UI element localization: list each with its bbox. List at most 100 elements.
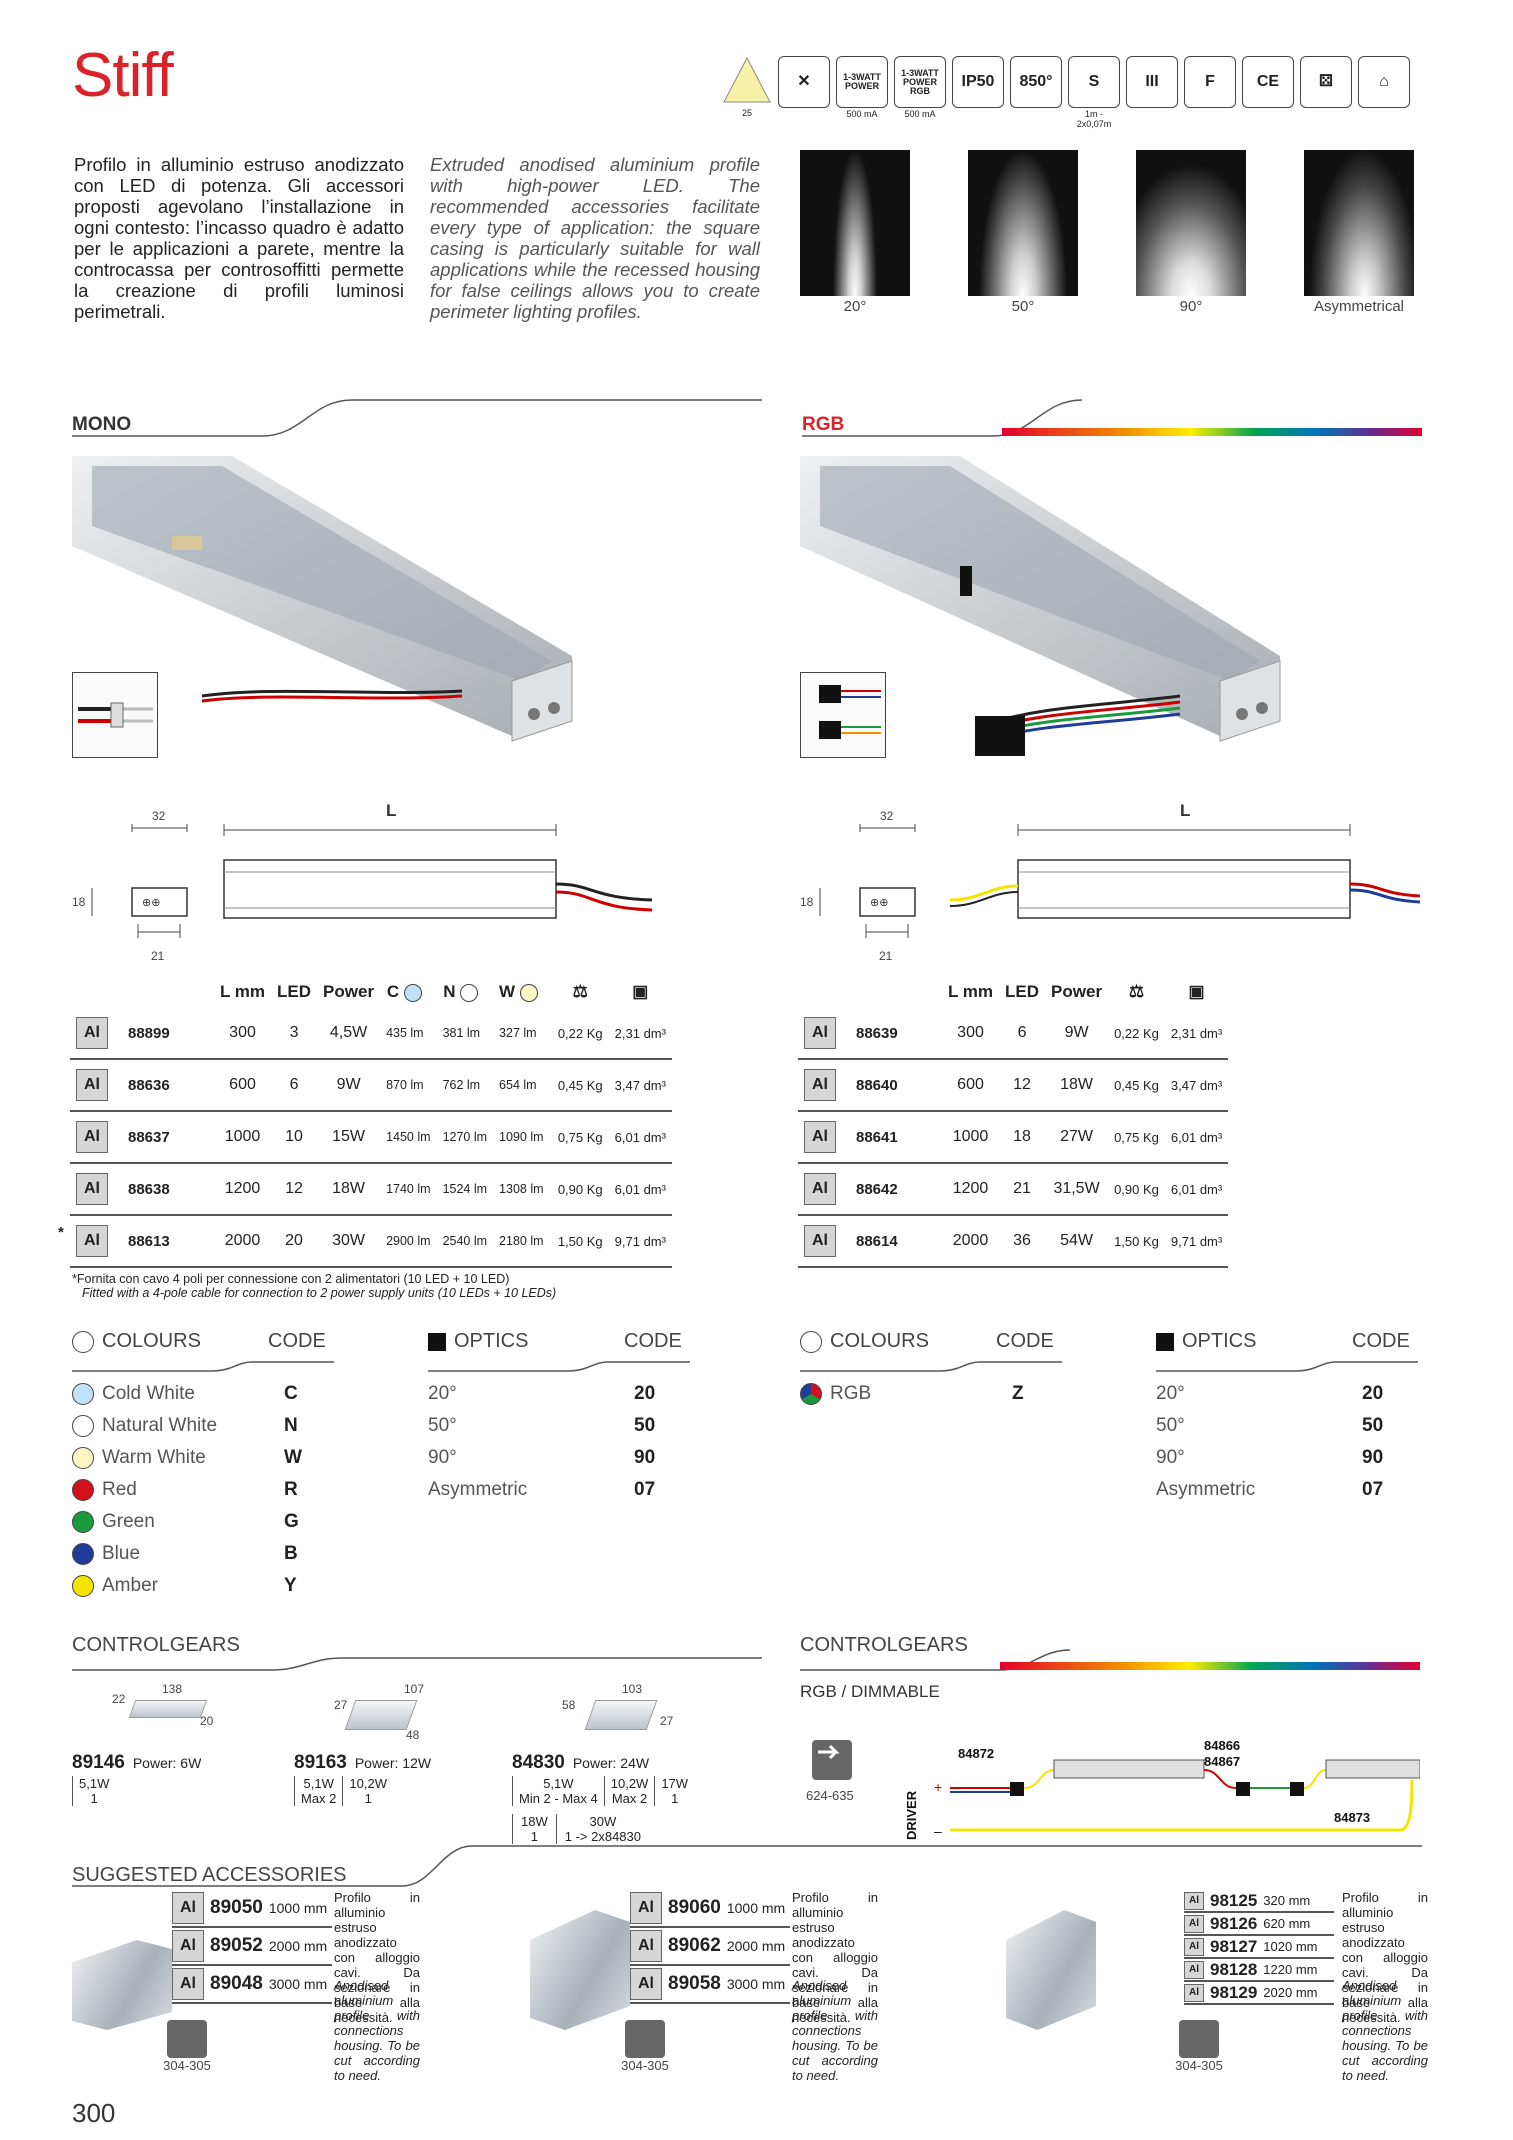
svg-text:84867: 84867 xyxy=(1204,1754,1240,1769)
accessory-length: 1020 mm xyxy=(1263,1939,1318,1954)
mono-note-en: Fitted with a 4-pole cable for connectio… xyxy=(82,1286,557,1300)
page-number: 300 xyxy=(72,2098,116,2128)
weight: 0,45 Kg xyxy=(1108,1059,1165,1112)
volume: 6,01 dm³ xyxy=(1164,1111,1229,1164)
material-badge: Al xyxy=(76,1069,108,1101)
svg-text:⊕⊕: ⊕⊕ xyxy=(142,897,160,909)
power: 4,5W xyxy=(317,1008,381,1060)
ce-icon: CE xyxy=(1242,56,1294,108)
rgb-controlgears-heading: CONTROLGEARS xyxy=(800,1634,968,1656)
optic-name: 20° xyxy=(1156,1383,1185,1404)
accessory-code: 89048 xyxy=(210,1973,263,1994)
length: 1200 xyxy=(214,1163,272,1216)
icon-label: 1-3WATT POWER RGB xyxy=(901,67,939,96)
colour-name: Green xyxy=(102,1511,155,1532)
rgb-dimmable-label: RGB / DIMMABLE xyxy=(800,1682,940,1701)
controlgear-code: 84830 xyxy=(512,1752,565,1773)
rgb-controlgears-line xyxy=(800,1649,1420,1671)
colour-swatch-icon xyxy=(72,1414,94,1437)
arrow-icon xyxy=(625,2020,665,2058)
lumen-c: 1450 lm xyxy=(380,1111,437,1164)
weight: 0,90 Kg xyxy=(551,1163,609,1216)
optics-label: OPTICS xyxy=(1182,1330,1257,1352)
arrow-icon xyxy=(167,2020,207,2058)
rgb-product-photo xyxy=(800,456,1420,756)
svg-text:21: 21 xyxy=(879,949,893,963)
accessory-ref: 304-305 xyxy=(152,2020,222,2073)
icon-sub: 500 mA xyxy=(846,109,878,119)
colour-name: Cold White xyxy=(102,1383,195,1404)
svg-text:18: 18 xyxy=(72,895,86,909)
material-badge: Al xyxy=(804,1017,836,1049)
col-power: Power xyxy=(1051,982,1103,1001)
colour-name: Red xyxy=(102,1479,137,1500)
beam-image xyxy=(1136,150,1246,296)
rgb-connector-inset xyxy=(800,672,886,758)
colours-icon xyxy=(800,1330,822,1353)
list-item: 90°90 xyxy=(428,1442,690,1474)
icon-label: F xyxy=(1205,73,1215,90)
no-insulation-icon: ✕ xyxy=(778,56,830,108)
power: 54W xyxy=(1045,1215,1109,1268)
svg-text:L: L xyxy=(386,801,396,820)
product-code: 88639 xyxy=(850,1008,942,1060)
rgb-heading-line xyxy=(802,399,1422,437)
rgb-wiring-diagram: 624-635 DRIVER + – 84872 84866 84867 848… xyxy=(800,1730,1421,1870)
optics-icon xyxy=(428,1332,446,1351)
beam-label: Asymmetrical xyxy=(1313,298,1404,315)
accessory-image xyxy=(1006,1910,1096,2030)
colour-code: B xyxy=(284,1543,298,1564)
capacity-power: 10,2W xyxy=(610,1776,649,1791)
beam-label: 90° xyxy=(1179,298,1203,315)
class-iii-icon: III xyxy=(1126,56,1178,108)
colours-line xyxy=(800,1361,1062,1372)
mono-cable-inset xyxy=(72,672,158,758)
material-cell: Al xyxy=(798,1111,850,1164)
svg-text:84873: 84873 xyxy=(1334,1810,1370,1825)
dim-2: 138 xyxy=(162,1682,183,1696)
material-badge: Al xyxy=(172,1968,204,2000)
led-count: 6 xyxy=(271,1059,318,1112)
optic-code: 90 xyxy=(634,1447,656,1468)
code-label: CODE xyxy=(624,1330,682,1352)
power: 9W xyxy=(317,1059,381,1112)
weight: 0,90 Kg xyxy=(1108,1163,1165,1216)
accessory-code: 89062 xyxy=(668,1935,721,1956)
capacity-power: 5,1W xyxy=(79,1776,110,1791)
material-cell: Al xyxy=(798,1008,850,1060)
list-item: 50°50 xyxy=(1156,1410,1418,1442)
optic-name: Asymmetric xyxy=(428,1479,528,1500)
mono-controlgears-line xyxy=(72,1657,762,1671)
dim-1: 58 xyxy=(562,1698,576,1712)
colour-swatch-icon xyxy=(72,1542,94,1565)
rgb-dimension-drawing: 32 ⊕⊕ 18 21 L xyxy=(800,800,1421,970)
power: 31,5W xyxy=(1045,1163,1109,1216)
accessory-code: 89052 xyxy=(210,1935,263,1956)
weight: 0,75 Kg xyxy=(551,1111,609,1164)
weight: 0,75 Kg xyxy=(1108,1111,1165,1164)
product-code: 88640 xyxy=(850,1059,942,1112)
mono-heading: MONO xyxy=(72,414,132,435)
colour-code: C xyxy=(284,1383,298,1404)
list-item: Cold White C xyxy=(72,1378,334,1410)
